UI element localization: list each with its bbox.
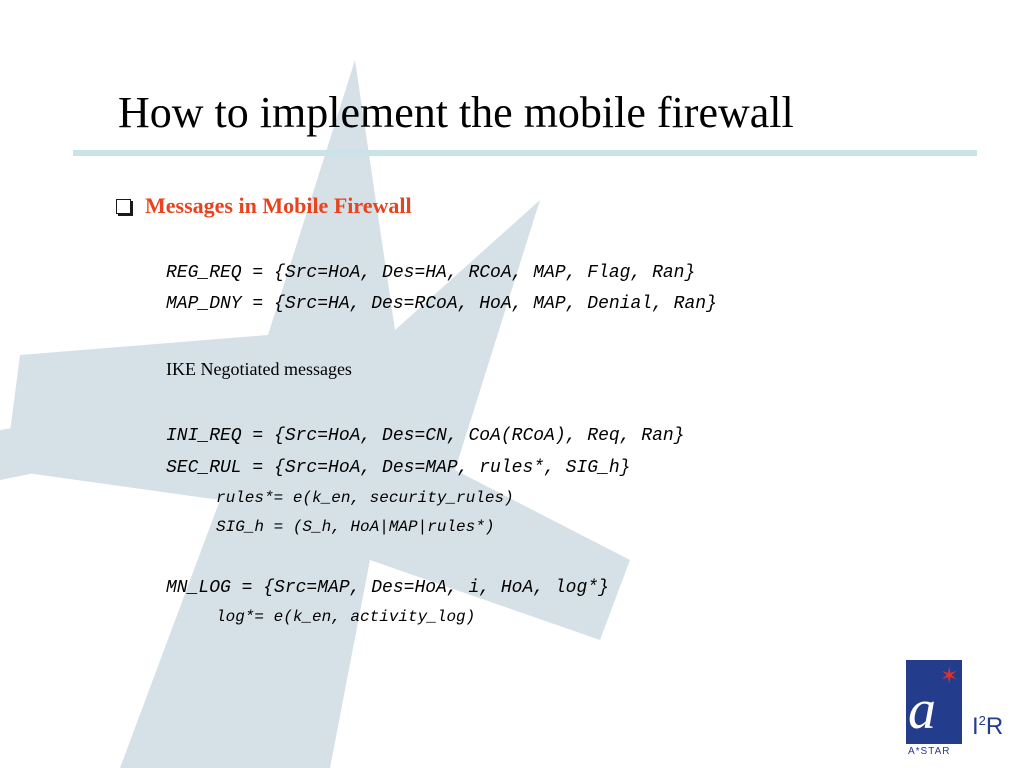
section-bullet: Messages in Mobile Firewall [116,193,412,219]
slide-title: How to implement the mobile firewall [118,88,794,137]
rules-definition-line: rules*= e(k_en, security_rules) [216,489,514,507]
astar-i2r-logo: a ✶ A*STAR I2R [906,660,1018,760]
logo-org-text: A*STAR [908,746,951,757]
mn-log-line: MN_LOG = {Src=MAP, Des=HoA, i, HoA, log*… [166,578,609,598]
square-bullet-icon [116,199,131,214]
logo-box: a ✶ [906,660,962,744]
logo-i2r-text: I2R [972,713,1004,740]
sec-rul-line: SEC_RUL = {Src=HoA, Des=MAP, rules*, SIG… [166,458,631,478]
section-heading: Messages in Mobile Firewall [145,193,412,218]
title-divider [73,150,977,156]
logo-a-mark: a [908,679,936,741]
map-dny-line: MAP_DNY = {Src=HA, Des=RCoA, HoA, MAP, D… [166,294,717,314]
reg-req-line: REG_REQ = {Src=HoA, Des=HA, RCoA, MAP, F… [166,263,696,283]
logo-star-icon: ✶ [940,664,959,689]
log-definition-line: log*= e(k_en, activity_log) [216,608,476,626]
ini-req-line: INI_REQ = {Src=HoA, Des=CN, CoA(RCoA), R… [166,426,685,446]
sig-h-definition-line: SIG_h = (S_h, HoA|MAP|rules*) [216,518,495,536]
ike-heading-line: IKE Negotiated messages [166,359,352,379]
